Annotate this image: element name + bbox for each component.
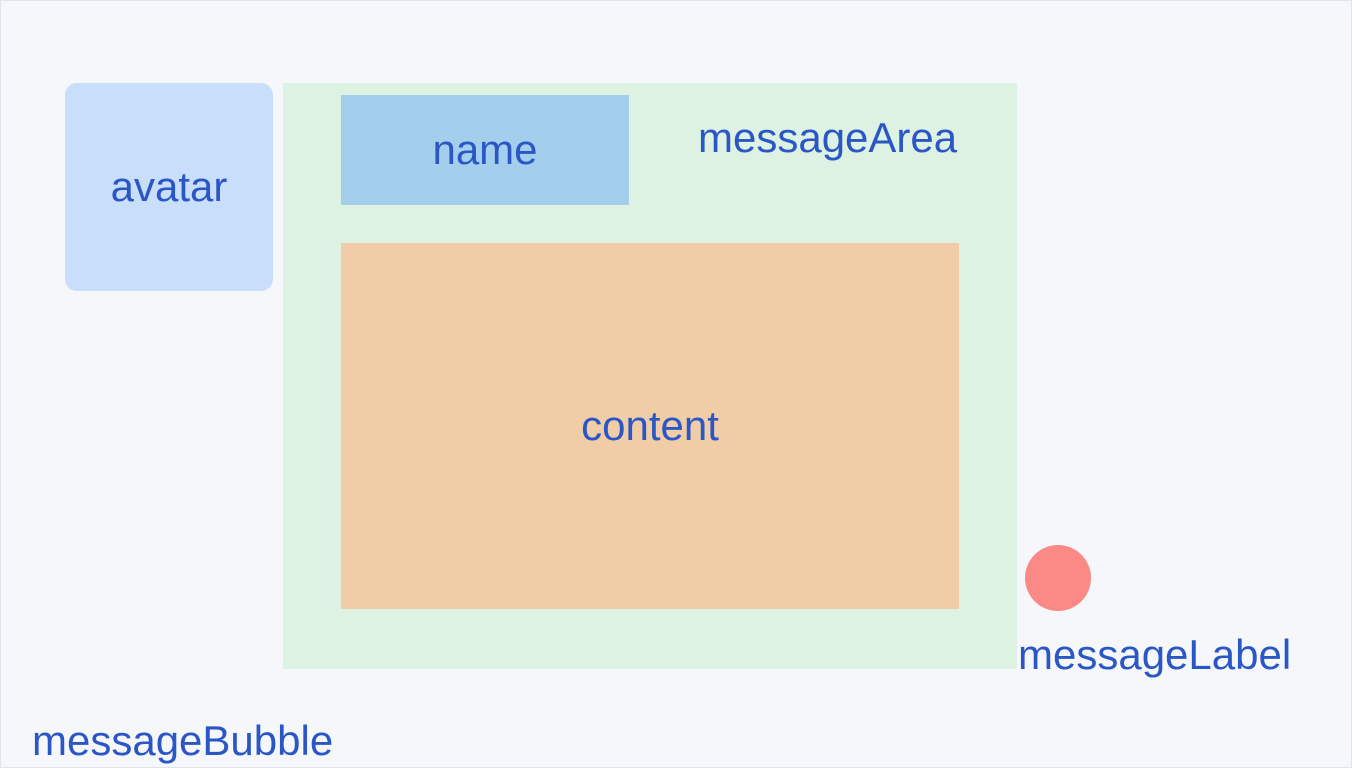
message-area-label: messageArea — [698, 114, 958, 161]
message-label-dot — [1025, 545, 1091, 611]
content-box: content — [341, 243, 959, 609]
avatar-label: avatar — [110, 163, 228, 210]
message-label-text: messageLabel — [1018, 631, 1292, 678]
name-box: name — [341, 95, 629, 205]
name-label: name — [432, 126, 538, 173]
message-bubble-label: messageBubble — [32, 717, 334, 764]
content-label: content — [581, 402, 719, 449]
avatar-box: avatar — [65, 83, 273, 291]
